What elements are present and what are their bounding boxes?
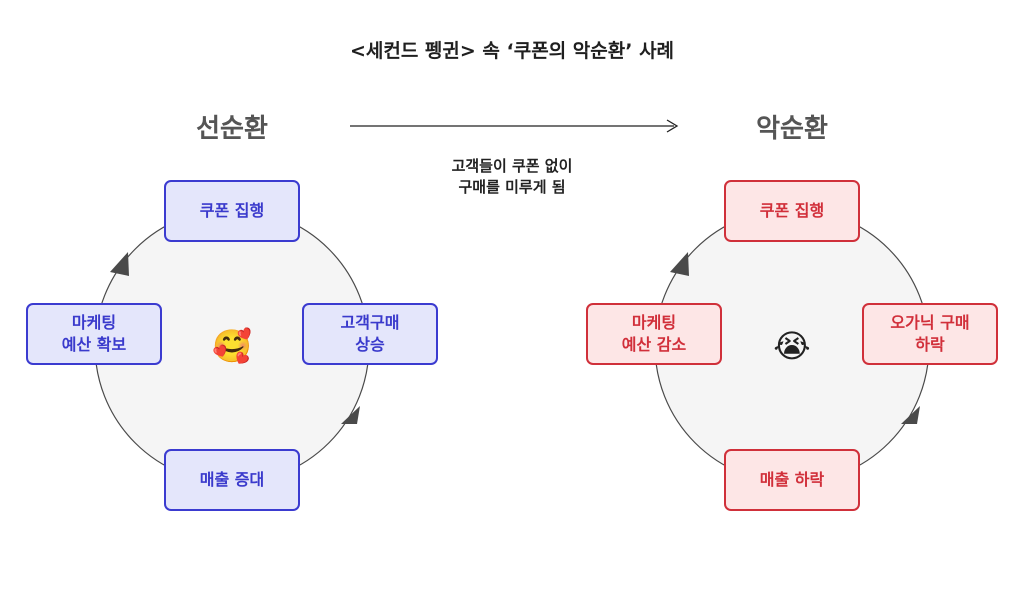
vicious-heading: 악순환 xyxy=(756,114,828,144)
vicious-cycle-arrowhead-right xyxy=(901,406,920,424)
virtuous-node-purchase-increase: 고객구매 상승 xyxy=(302,303,438,365)
node-label: 고객구매 xyxy=(340,313,400,332)
virtuous-node-budget-secured: 마케팅 예산 확보 xyxy=(26,303,162,365)
caption-line-1: 고객들이 쿠폰 없이 xyxy=(451,157,573,175)
node-label: 매출 하락 xyxy=(759,470,825,489)
caption-line-2: 구매를 미루게 됨 xyxy=(458,178,566,196)
node-label: 하락 xyxy=(915,335,945,354)
node-label: 마케팅 xyxy=(71,313,117,332)
node-label: 쿠폰 집행 xyxy=(199,201,265,220)
virtuous-node-coupon: 쿠폰 집행 xyxy=(164,180,300,242)
node-label: 매출 증대 xyxy=(199,470,265,489)
loudly-crying-face-icon: 😭 xyxy=(773,327,811,365)
vicious-node-budget-reduced: 마케팅 예산 감소 xyxy=(586,303,722,365)
node-label: 상승 xyxy=(355,335,385,354)
node-label: 오가닉 구매 xyxy=(890,313,970,332)
node-label: 예산 확보 xyxy=(61,335,127,354)
vicious-node-sales-decline: 매출 하락 xyxy=(724,449,860,511)
virtuous-cycle-arrowhead-left xyxy=(110,252,129,276)
node-label: 쿠폰 집행 xyxy=(759,201,825,220)
virtuous-heading: 선순환 xyxy=(196,114,268,144)
vicious-node-organic-decline: 오가닉 구매 하락 xyxy=(862,303,998,365)
transition-caption: 고객들이 쿠폰 없이 구매를 미루게 됨 xyxy=(402,156,622,198)
vicious-node-coupon: 쿠폰 집행 xyxy=(724,180,860,242)
virtuous-cycle-arrowhead-right xyxy=(341,406,360,424)
smiling-face-with-hearts-icon: 🥰 xyxy=(212,327,252,365)
node-label: 예산 감소 xyxy=(621,335,687,354)
virtuous-node-sales-growth: 매출 증대 xyxy=(164,449,300,511)
diagram-title: <세컨드 펭귄> 속 ‘쿠폰의 악순환’ 사례 xyxy=(349,40,675,62)
vicious-cycle-arrowhead-left xyxy=(670,252,689,276)
node-label: 마케팅 xyxy=(631,313,677,332)
transition-arrow-head xyxy=(666,119,679,133)
